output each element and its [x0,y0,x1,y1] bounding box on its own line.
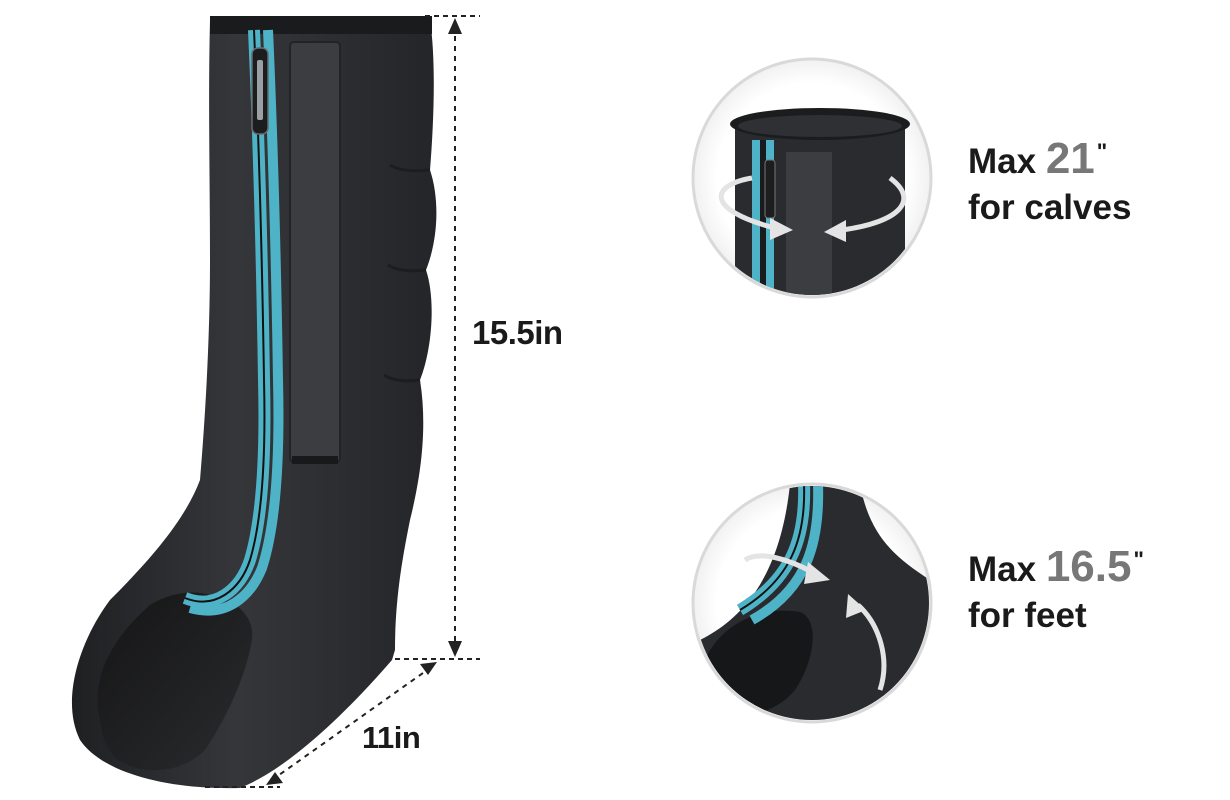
calves-description: for calves [968,188,1132,228]
rotate-arrow-icon [719,175,907,242]
feet-unit: " [1133,547,1144,572]
height-label: 15.5in [472,314,563,351]
foot-detail-circle [691,482,933,724]
calf-detail-circle [691,57,933,299]
calves-prefix: Max [968,142,1037,181]
width-label: 11in [362,720,421,755]
zipper [182,29,284,616]
feet-prefix: Max [968,550,1037,589]
calves-unit: " [1096,139,1108,164]
measure-height-icon [395,15,480,660]
feet-spec: Max 16.5" for feet [968,542,1144,636]
calves-max-value: 21 [1045,134,1095,183]
boot-body [71,16,437,789]
measure-width-icon [205,662,437,788]
feet-description: for feet [968,596,1087,636]
feet-max-value: 16.5 [1045,542,1132,591]
calves-spec: Max 21" for calves [968,134,1132,228]
rotate-arrow-icon [743,553,887,691]
